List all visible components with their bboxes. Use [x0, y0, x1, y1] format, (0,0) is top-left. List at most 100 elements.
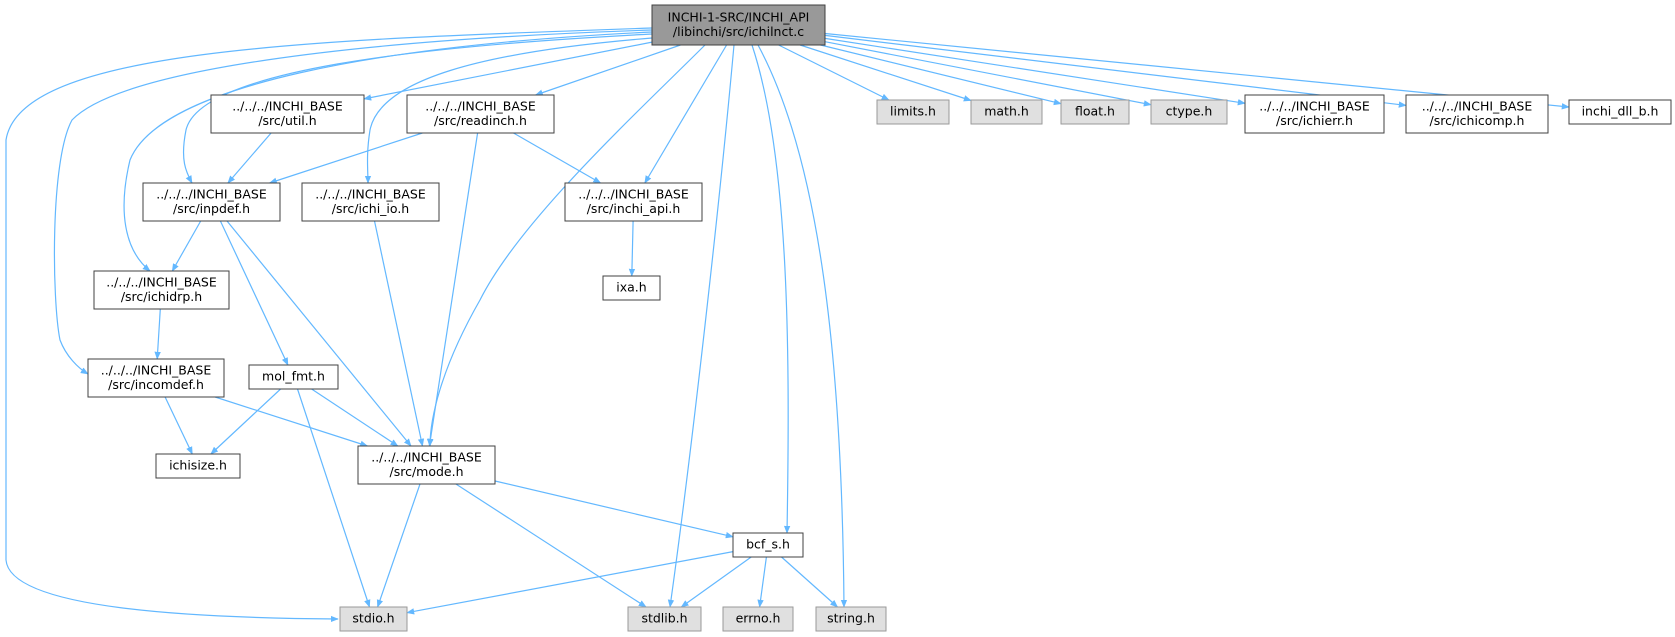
node-util[interactable]: ../../../INCHI_BASE/src/util.h [210, 94, 365, 134]
node-label-ichi_io-line-1: /src/ichi_io.h [332, 201, 409, 216]
node-bcf_s[interactable]: bcf_s.h [732, 532, 804, 558]
node-box-readinch [406, 94, 555, 134]
node-label-ctype-line-0: ctype.h [1166, 104, 1213, 119]
node-label-readinch-line-0: ../../../INCHI_BASE [425, 98, 536, 113]
edge-incomdef-to-ichisize [164, 396, 193, 455]
node-box-incomdef [87, 358, 225, 398]
node-ichierr[interactable]: ../../../INCHI_BASE/src/ichierr.h [1244, 94, 1385, 134]
node-label-ichicomp-line-1: /src/ichicomp.h [1430, 113, 1525, 128]
node-label-inchi_api-line-0: ../../../INCHI_BASE [578, 186, 689, 201]
node-inchi_dll[interactable]: inchi_dll_b.h [1568, 99, 1672, 125]
node-mol_fmt[interactable]: mol_fmt.h [248, 364, 339, 390]
node-label-inchi_api-line-1: /src/inchi_api.h [587, 201, 681, 216]
node-ichidrp[interactable]: ../../../INCHI_BASE/src/ichidrp.h [93, 270, 230, 310]
node-inchi_api[interactable]: ../../../INCHI_BASE/src/inchi_api.h [564, 182, 703, 222]
node-label-root-line-1: /libinchi/src/ichilnct.c [673, 24, 804, 39]
edge-root-to-float [820, 44, 1062, 106]
node-label-limits-line-0: limits.h [890, 104, 936, 119]
node-label-mode-line-1: /src/mode.h [389, 464, 463, 479]
node-mode[interactable]: ../../../INCHI_BASE/src/mode.h [357, 445, 496, 485]
edge-root-to-limits [778, 44, 890, 101]
edge-readinch-to-inpdef [268, 132, 423, 184]
edge-mol_fmt-to-ichisize [210, 388, 282, 455]
node-box-stdlib [627, 606, 702, 632]
node-box-mode [357, 445, 496, 485]
node-label-root-line-0: INCHI-1-SRC/INCHI_API [668, 9, 810, 24]
node-label-stdlib-line-0: stdlib.h [641, 611, 687, 626]
edge-incomdef-to-mode [214, 396, 369, 447]
node-label-mol_fmt-line-0: mol_fmt.h [262, 369, 325, 384]
node-math: math.h [970, 99, 1043, 125]
node-errno: errno.h [722, 606, 794, 632]
node-ichi_io[interactable]: ../../../INCHI_BASE/src/ichi_io.h [301, 182, 440, 222]
node-root[interactable]: INCHI-1-SRC/INCHI_API/libinchi/src/ichil… [651, 4, 826, 46]
node-label-ichi_io-line-0: ../../../INCHI_BASE [315, 186, 426, 201]
node-box-errno [722, 606, 794, 632]
node-box-ichidrp [93, 270, 230, 310]
node-string: string.h [815, 606, 887, 632]
node-box-ichi_io [301, 182, 440, 222]
node-ichicomp[interactable]: ../../../INCHI_BASE/src/ichicomp.h [1405, 94, 1549, 134]
node-box-bcf_s [732, 532, 804, 558]
node-box-float [1060, 99, 1130, 125]
edge-root-to-math [799, 44, 972, 102]
node-inpdef[interactable]: ../../../INCHI_BASE/src/inpdef.h [142, 182, 281, 222]
node-ctype: ctype.h [1150, 99, 1228, 125]
edge-inpdef-to-mol_fmt [219, 220, 289, 366]
node-box-limits [876, 99, 950, 125]
node-label-mode-line-0: ../../../INCHI_BASE [371, 449, 482, 464]
edge-inpdef-to-mode [226, 220, 412, 447]
node-box-ctype [1150, 99, 1228, 125]
node-label-ichierr-line-1: /src/ichierr.h [1276, 113, 1353, 128]
node-box-math [970, 99, 1043, 125]
edge-readinch-to-mode [427, 132, 479, 447]
node-label-ichisize-line-0: ichisize.h [169, 458, 227, 473]
node-box-ichisize [155, 453, 241, 479]
edges-layer [5, 27, 1570, 623]
node-label-util-line-1: /src/util.h [258, 113, 316, 128]
edge-inchi_api-to-ixa [628, 220, 636, 277]
node-box-root [651, 4, 826, 46]
node-readinch[interactable]: ../../../INCHI_BASE/src/readinch.h [406, 94, 555, 134]
node-label-ixa-line-0: ixa.h [616, 280, 646, 295]
nodes-layer: INCHI-1-SRC/INCHI_API/libinchi/src/ichil… [87, 4, 1672, 632]
node-label-float-line-0: float.h [1075, 104, 1115, 119]
node-label-ichierr-line-0: ../../../INCHI_BASE [1259, 98, 1370, 113]
node-label-incomdef-line-1: /src/incomdef.h [108, 377, 204, 392]
edge-root-to-string [757, 44, 848, 608]
node-limits: limits.h [876, 99, 950, 125]
edge-root-to-incomdef [53, 29, 653, 375]
edge-mol_fmt-to-mode [311, 388, 399, 447]
edge-mode-to-stdio [376, 483, 421, 608]
edge-bcf_s-to-errno [757, 556, 767, 608]
node-ixa[interactable]: ixa.h [602, 275, 661, 301]
edge-root-to-util [363, 41, 653, 101]
edge-readinch-to-inchi_api [513, 132, 602, 184]
node-stdio: stdio.h [339, 606, 408, 632]
edge-root-to-ichi_io [364, 37, 653, 184]
node-box-ichicomp [1405, 94, 1549, 134]
edge-root-to-inchi_api [644, 44, 728, 184]
node-label-ichidrp-line-0: ../../../INCHI_BASE [106, 274, 217, 289]
edge-mol_fmt-to-stdio [296, 388, 371, 608]
node-box-ichierr [1244, 94, 1385, 134]
edge-bcf_s-to-stdlib [680, 556, 752, 608]
node-box-inchi_dll [1568, 99, 1672, 125]
node-ichisize[interactable]: ichisize.h [155, 453, 241, 479]
node-label-bcf_s-line-0: bcf_s.h [746, 537, 790, 552]
node-label-stdio-line-0: stdio.h [352, 611, 394, 626]
edge-root-to-ichidrp [123, 31, 653, 272]
node-box-stdio [339, 606, 408, 632]
node-label-incomdef-line-0: ../../../INCHI_BASE [101, 362, 212, 377]
node-incomdef[interactable]: ../../../INCHI_BASE/src/incomdef.h [87, 358, 225, 398]
edge-root-to-readinch [534, 44, 681, 96]
edge-root-to-stdio [5, 27, 653, 623]
edge-root-to-ctype [824, 41, 1152, 107]
edge-ichidrp-to-incomdef [154, 308, 161, 360]
node-label-string-line-0: string.h [827, 611, 875, 626]
edge-bcf_s-to-stdio [406, 551, 734, 615]
node-stdlib: stdlib.h [627, 606, 702, 632]
node-box-string [815, 606, 887, 632]
edge-ichi_io-to-mode [373, 220, 425, 447]
edge-root-to-ichicomp [824, 34, 1407, 108]
